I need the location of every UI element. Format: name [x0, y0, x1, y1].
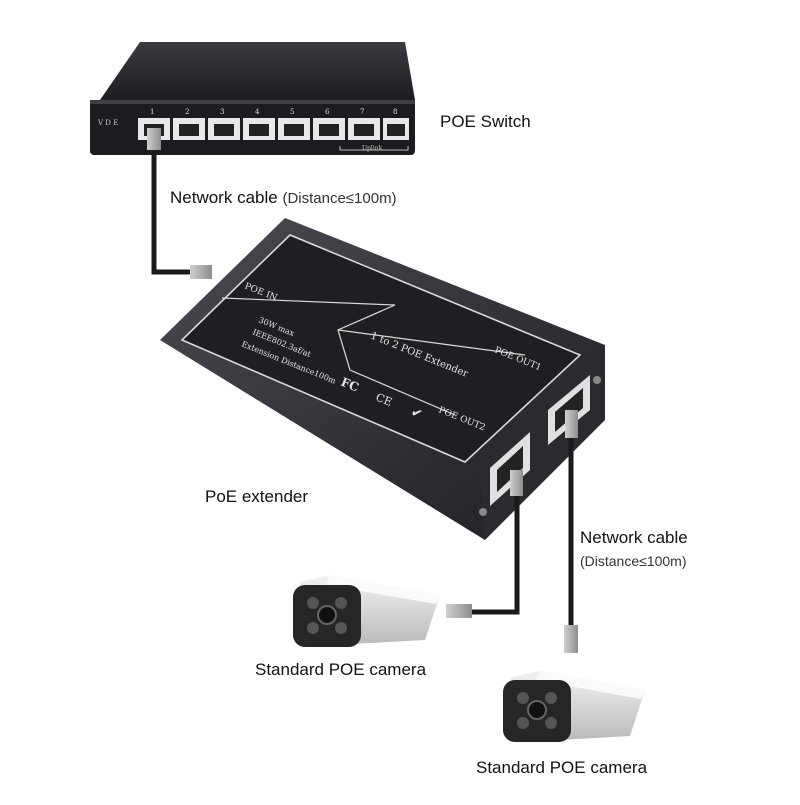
svg-text:4: 4 [255, 108, 260, 116]
poe-switch: V D E 1 2 3 4 5 6 7 8 [90, 42, 415, 155]
label-network-cable-1-text: Network cable [170, 188, 278, 207]
switch-uplink-label: Uplink [362, 145, 383, 152]
svg-text:6: 6 [325, 108, 330, 116]
network-cable-2 [446, 470, 523, 618]
ce-mark: CE [374, 391, 394, 409]
poe-camera-2 [503, 670, 645, 742]
svg-text:1: 1 [150, 108, 154, 116]
label-network-cable-1: Network cable (Distance≤100m) [170, 188, 397, 208]
label-network-cable-2: Network cable [580, 528, 688, 547]
label-distance-1: (Distance≤100m) [282, 190, 397, 207]
label-poe-switch: POE Switch [440, 112, 531, 131]
network-cable-3 [564, 410, 578, 653]
label-poe-extender: PoE extender [205, 487, 309, 506]
switch-port-numbers: 1 2 3 4 5 6 7 8 [150, 108, 397, 116]
fcc-mark: FC [339, 375, 361, 395]
svg-text:7: 7 [360, 108, 364, 116]
svg-text:8: 8 [393, 108, 397, 116]
label-camera-2: Standard POE camera [476, 758, 648, 777]
check-mark: ✔ [409, 405, 425, 423]
label-distance-2: (Distance≤100m) [580, 553, 687, 569]
switch-status-marks: V D E [97, 119, 118, 127]
poe-extender: POE IN 30W max IEEE802.3af/at Extension … [160, 218, 605, 540]
network-cable-1 [147, 128, 212, 279]
svg-text:3: 3 [220, 108, 224, 116]
switch-ports [138, 118, 409, 140]
svg-text:5: 5 [290, 108, 294, 116]
label-camera-1: Standard POE camera [255, 660, 427, 679]
svg-text:2: 2 [185, 108, 189, 116]
poe-camera-1 [293, 575, 440, 647]
